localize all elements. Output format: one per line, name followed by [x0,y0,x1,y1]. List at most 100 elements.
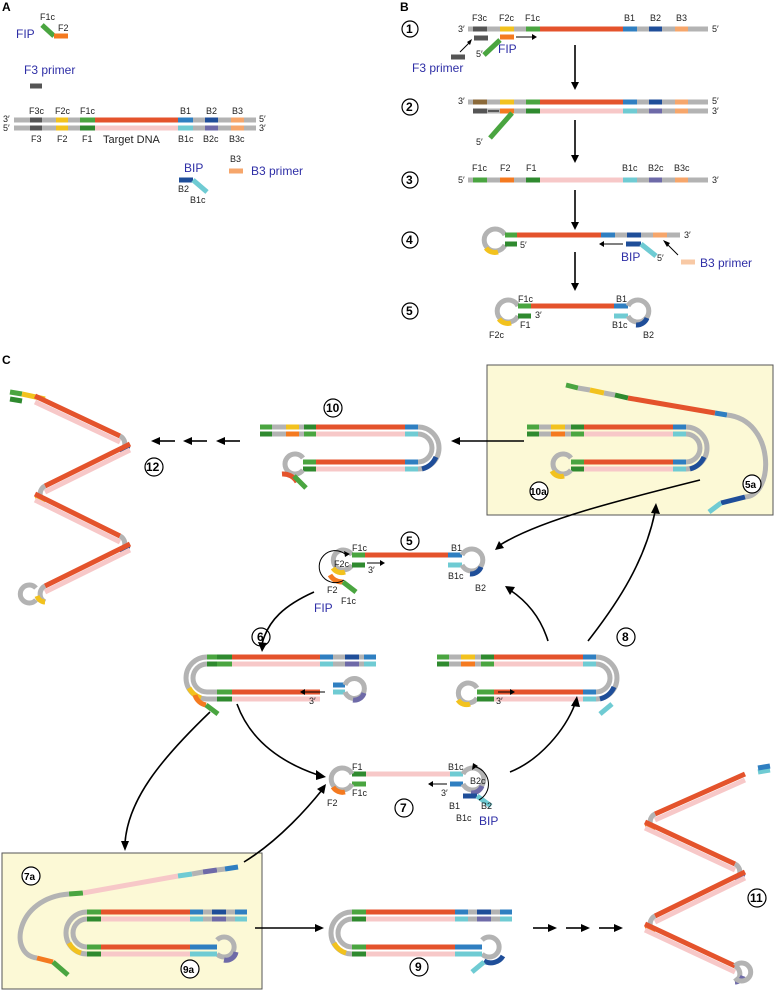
svg-text:2: 2 [406,100,413,114]
svg-text:5′: 5′ [712,24,719,34]
svg-text:3′: 3′ [441,788,448,798]
zigzag-strand [9,396,23,404]
svg-text:3′: 3′ [496,696,503,706]
c-step-11: 11 [747,888,767,908]
target-dna-label: Target DNA [103,134,161,146]
svg-text:F2: F2 [327,798,338,808]
zigzag-strand [643,927,737,975]
svg-text:5′: 5′ [712,96,719,106]
svg-text:3′: 3′ [458,96,465,106]
label-f1c: F1c [80,106,96,116]
b4-b3-primer-label: B3 primer [700,256,752,270]
svg-text:B1: B1 [449,801,460,811]
c-step-12: 12 [144,457,164,477]
zigzag-strand [643,819,737,867]
svg-text:5′: 5′ [476,49,483,59]
svg-text:B1c: B1c [612,320,628,330]
svg-text:5′: 5′ [458,175,465,185]
svg-text:5′: 5′ [520,240,527,250]
fip-f2-label: F2 [58,23,69,33]
svg-text:4: 4 [406,233,413,247]
svg-text:B1: B1 [616,294,627,304]
fip-primer-label: FIP [16,27,35,41]
zigzag-strand [33,399,122,445]
zigzag-11 [643,763,771,985]
target-top-5end: 5′ [259,114,266,124]
panel-a-label: A [2,0,11,14]
bip-b2-label: B2 [178,184,189,194]
svg-text:B3c: B3c [674,163,690,173]
zigzag-strand [33,491,122,539]
svg-text:F2c: F2c [489,330,505,340]
fip-f1c-label: F1c [40,12,56,22]
svg-text:8: 8 [622,630,629,644]
panel-c-label: C [2,353,11,367]
svg-text:12: 12 [146,460,160,474]
bip-primer-label: BIP [184,161,203,175]
svg-text:F2c: F2c [334,559,350,569]
svg-text:B2: B2 [481,801,492,811]
label-b3: B3 [232,106,243,116]
label-f2c: F2c [55,106,71,116]
c-step-7: 7 F1 F1c F2 B1c B2c 3′ B1 B2 B1c BI [327,762,498,828]
target-bottom-5end: 5′ [3,123,10,133]
svg-text:5′: 5′ [657,253,664,263]
svg-text:6: 6 [257,630,264,644]
svg-text:5′: 5′ [476,137,483,147]
panel-c: 10 [1,364,774,990]
c-step-6: 6 [183,627,376,716]
svg-text:3′: 3′ [684,230,691,240]
b-step-4: 4 [401,231,419,249]
zigzag-strand [653,869,747,919]
svg-text:B2: B2 [475,583,486,593]
b4-bip-label: BIP [621,250,640,264]
label-f2: F2 [57,134,68,144]
svg-text:F1c: F1c [341,596,357,606]
svg-text:F1c: F1c [352,788,368,798]
svg-text:1: 1 [406,22,413,36]
b-step-1: 1 [401,20,419,38]
svg-text:F3c: F3c [472,13,488,23]
svg-text:B2: B2 [643,330,654,340]
svg-text:B2c: B2c [648,163,664,173]
svg-text:3: 3 [406,173,413,187]
svg-text:3′: 3′ [458,24,465,34]
svg-text:3′: 3′ [712,106,719,116]
svg-text:F1: F1 [520,320,531,330]
target-top-3end: 3′ [3,114,10,124]
c-step-5: 5 F1c B1 F2c 3′ B1c B2 F2 F1c FIP [314,531,486,615]
svg-text:B2: B2 [650,13,661,23]
panel-a: F1c F2 FIP F3 primer 3′ 5′ 5′ 3′ F3c F2c… [3,12,303,205]
label-f3c: F3c [29,106,45,116]
svg-text:F2: F2 [327,585,338,595]
svg-text:F1c: F1c [518,294,534,304]
svg-text:5: 5 [406,534,413,548]
b3-label: B3 [230,154,241,164]
label-f3: F3 [31,134,42,144]
svg-text:9: 9 [415,960,422,974]
svg-text:F2c: F2c [499,13,515,23]
svg-text:B1c: B1c [622,163,638,173]
svg-text:3′: 3′ [712,175,719,185]
svg-text:3′: 3′ [535,310,542,320]
b3-primer-label: B3 primer [251,164,303,178]
zigzag-strand [653,771,747,817]
zigzag-12 [9,389,132,606]
svg-text:F1c: F1c [352,543,368,553]
svg-text:11: 11 [750,891,763,905]
zigzag-loop [733,960,754,984]
svg-text:F1: F1 [352,762,363,772]
svg-text:B1c: B1c [456,813,472,823]
zigzag-strand [33,393,122,439]
svg-text:B1c: B1c [448,571,464,581]
b1-f3-primer-label: F3 primer [412,61,463,75]
c-step-8: 8 [437,627,636,716]
zigzag-strand [653,875,747,925]
zigzag-strand [33,497,122,545]
label-b2c: B2c [203,134,219,144]
fip-f1c-segment [40,23,56,38]
svg-text:7: 7 [400,801,407,815]
svg-text:F1c: F1c [472,163,488,173]
label-b1c: B1c [178,134,194,144]
zigzag-loop [17,582,38,606]
